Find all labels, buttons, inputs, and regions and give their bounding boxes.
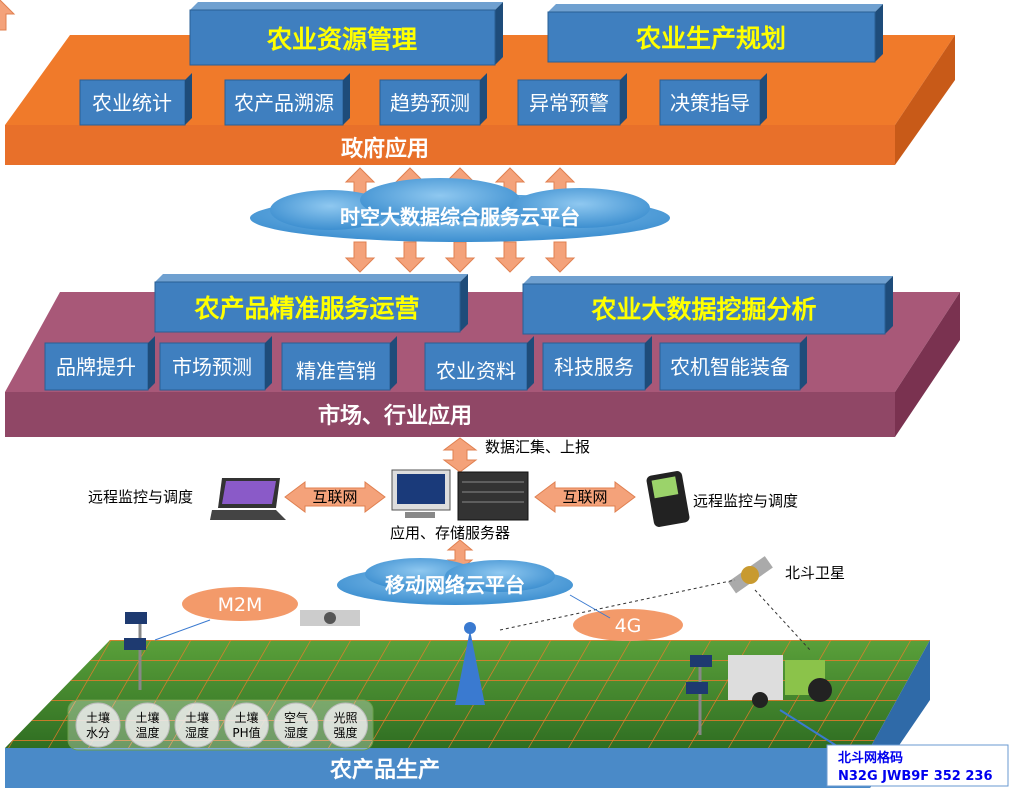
- svg-text:农机智能装备: 农机智能装备: [670, 355, 790, 379]
- svg-text:农业资料: 农业资料: [436, 359, 516, 383]
- sensor-label: 水分: [86, 726, 110, 740]
- svg-text:农业生产规划: 农业生产规划: [635, 24, 786, 53]
- remote-monitor-right: 远程监控与调度: [693, 492, 798, 510]
- svg-text:趋势预测: 趋势预测: [390, 91, 470, 115]
- grid-code-box: 北斗网格码 N32G JWB9F 352 236: [826, 744, 1009, 787]
- svg-text:异常预警: 异常预警: [529, 91, 609, 115]
- sensor-label: 土壤: [86, 710, 110, 725]
- remote-monitor-left: 远程监控与调度: [88, 488, 193, 506]
- weather-station-right: [686, 655, 712, 735]
- cloud-mobile-network: 移动网络云平台: [337, 558, 573, 605]
- main-box-production-planning: 农业生产规划: [547, 4, 883, 63]
- svg-text:农产品溯源: 农产品溯源: [234, 91, 334, 115]
- svg-text:农产品精准服务运营: 农产品精准服务运营: [193, 294, 419, 323]
- handheld-terminal-icon: [646, 471, 690, 527]
- svg-text:M2M: M2M: [218, 594, 263, 616]
- server-label: 应用、存储服务器: [390, 524, 510, 542]
- double-arrows-top: [0, 0, 575, 273]
- svg-text:农业资源管理: 农业资源管理: [266, 25, 417, 54]
- svg-text:农业大数据挖掘分析: 农业大数据挖掘分析: [590, 295, 816, 324]
- sensor-label: 湿度: [284, 725, 308, 740]
- main-box-precision-service: 农产品精准服务运营: [154, 274, 468, 333]
- svg-text:互联网: 互联网: [312, 488, 357, 506]
- government-platform-label: 政府应用: [341, 136, 429, 162]
- grid-code-value: N32G JWB9F 352 236: [838, 769, 993, 784]
- sensor-label: 强度: [333, 725, 357, 740]
- sensor-label: 温度: [135, 725, 159, 740]
- svg-text:决策指导: 决策指导: [670, 91, 750, 115]
- main-box-resource-mgmt: 农业资源管理: [189, 2, 503, 66]
- laptop-icon: [210, 478, 286, 520]
- production-platform-label: 农产品生产: [329, 757, 440, 783]
- svg-text:精准营销: 精准营销: [296, 359, 376, 383]
- signal-links: [154, 579, 811, 651]
- weather-station-left: [124, 612, 147, 690]
- cloud-spatiotemporal-platform: 时空大数据综合服务云平台: [250, 178, 670, 242]
- cloud-m2m: M2M: [182, 587, 298, 621]
- sensor-label: 土壤: [185, 710, 209, 725]
- cloud-4g: 4G: [573, 609, 683, 641]
- svg-text:数据汇集、上报: 数据汇集、上报: [485, 438, 590, 456]
- grid-code-title: 北斗网格码: [838, 750, 903, 766]
- sensor-label: 空气: [284, 710, 308, 725]
- sensor-label: 土壤: [234, 710, 258, 725]
- grid-code-pointer: [779, 709, 841, 749]
- market-platform-label: 市场、行业应用: [318, 403, 472, 429]
- svg-text:4G: 4G: [615, 615, 642, 637]
- sensor-label: PH值: [232, 725, 260, 740]
- internet-arrow-right: 互联网: [534, 481, 636, 513]
- main-box-bigdata-mining: 农业大数据挖掘分析: [522, 276, 893, 335]
- data-collect-arrow: 数据汇集、上报: [442, 437, 590, 473]
- cell-tower-icon: [455, 622, 485, 705]
- sensor-label: 土壤: [135, 710, 159, 725]
- svg-text:互联网: 互联网: [562, 488, 607, 506]
- market-items: 品牌提升 市场预测 精准营销 农业资料 科技服务 农机智能装备: [44, 336, 807, 391]
- internet-arrow-left: 互联网: [284, 481, 386, 513]
- sensor-label: 湿度: [185, 725, 209, 740]
- government-items: 农业统计 农产品溯源 趋势预测 异常预警 决策指导: [79, 73, 767, 126]
- satellite-icon: [727, 556, 773, 594]
- svg-text:科技服务: 科技服务: [554, 355, 634, 379]
- svg-text:农业统计: 农业统计: [92, 91, 172, 115]
- svg-text:时空大数据综合服务云平台: 时空大数据综合服务云平台: [340, 205, 580, 229]
- beidou-satellite-label: 北斗卫星: [785, 564, 845, 582]
- svg-text:移动网络云平台: 移动网络云平台: [385, 573, 525, 597]
- sensor-label: 光照: [333, 711, 357, 725]
- server-icon: [391, 469, 529, 521]
- svg-text:品牌提升: 品牌提升: [56, 355, 136, 379]
- tractor-icon: [728, 655, 832, 708]
- svg-text:市场预测: 市场预测: [172, 355, 252, 379]
- drone-icon: [300, 610, 360, 626]
